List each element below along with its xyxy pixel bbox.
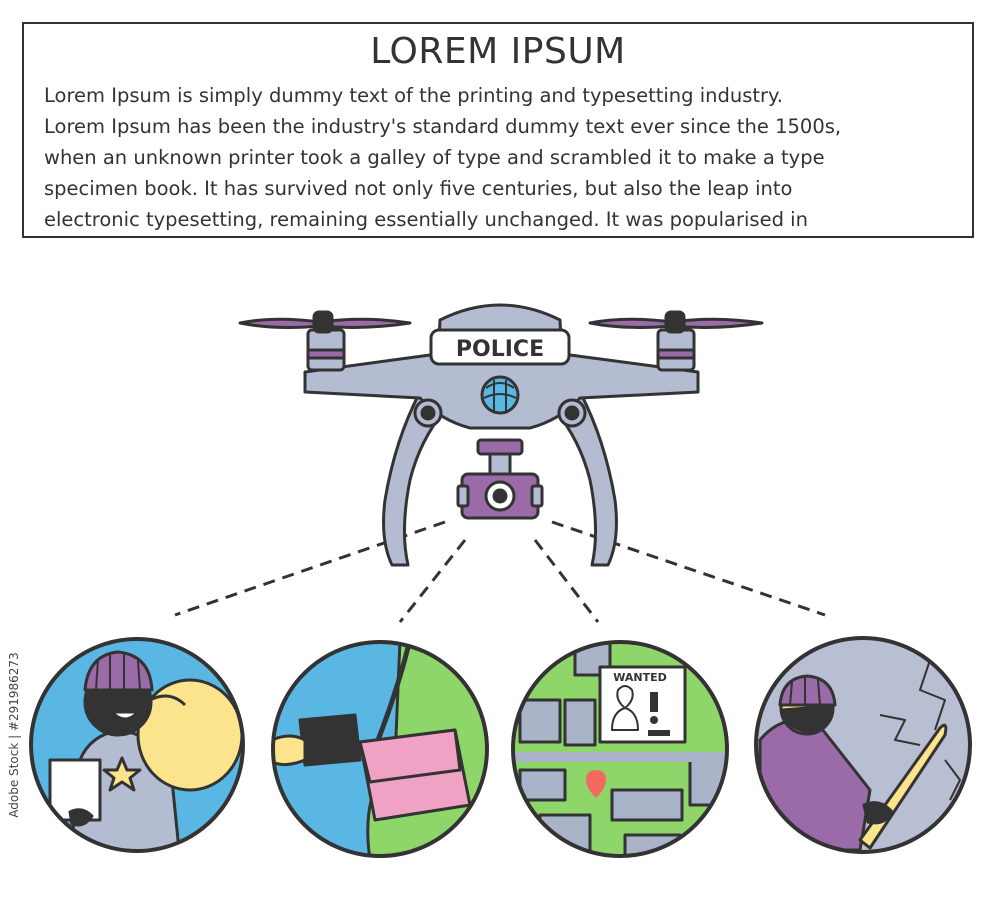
left-motor-band <box>306 348 346 360</box>
exclamation-icon <box>650 692 658 712</box>
map-block <box>518 768 567 802</box>
map-road <box>513 752 727 762</box>
map-block <box>610 788 684 822</box>
scene-pickpocket <box>271 640 489 858</box>
left-prop-hub <box>312 310 334 334</box>
police-label: POLICE <box>456 337 544 362</box>
gimbal-mount <box>476 438 524 456</box>
thief-glove <box>68 808 94 827</box>
wanted-label: WANTED <box>613 671 667 684</box>
handbag-flap <box>358 728 462 784</box>
loot-sack-neck <box>149 694 187 707</box>
camera-side-left <box>456 484 470 508</box>
left-landing-leg <box>382 390 447 567</box>
stolen-wallet <box>298 713 362 767</box>
wall-cracks <box>879 659 961 801</box>
emblem-lines <box>483 380 517 412</box>
right-landing-leg <box>553 390 618 567</box>
police-drone: POLICE <box>238 303 764 567</box>
police-label-plate <box>429 328 571 366</box>
panel-body: Lorem Ipsum is simply dummy text of the … <box>44 80 962 235</box>
camera-side-right <box>530 484 544 508</box>
vandal-beanie <box>778 674 837 707</box>
map-block <box>563 698 597 747</box>
loot-sack <box>136 678 243 792</box>
scan-line-4 <box>551 520 826 617</box>
scene-vandal-with-bat <box>754 636 972 854</box>
map-block <box>518 698 562 744</box>
scene-wanted-map: WANTED <box>511 640 729 858</box>
thief-beanie <box>83 650 154 692</box>
map-pin-icon <box>586 770 606 798</box>
stock-id-side-text: Adobe Stock | #291986273 <box>7 652 21 818</box>
right-prop-hub <box>664 310 686 334</box>
vandal-glove <box>862 801 894 825</box>
body-line: when an unknown printer took a galley of… <box>44 146 825 169</box>
right-motor-band <box>656 348 696 360</box>
panel-title: LOREM IPSUM <box>370 31 626 72</box>
body-line: Lorem Ipsum has been the industry's stan… <box>44 115 842 138</box>
scene-thief-with-sack <box>29 637 245 853</box>
beanie-ribs <box>95 654 141 691</box>
gold-star <box>102 756 142 792</box>
scan-line-3 <box>533 539 600 623</box>
camera-lens-inner <box>492 488 508 504</box>
scan-lines <box>174 520 826 623</box>
suspect-silhouette-icon <box>611 685 639 731</box>
right-leg-joint-inner <box>564 405 580 421</box>
scan-line-2 <box>398 539 467 623</box>
vandal-mask <box>780 704 834 734</box>
body-line: electronic typesetting, remaining essent… <box>44 208 808 231</box>
thief-grin <box>110 710 140 721</box>
text-panel: LOREM IPSUM Lorem Ipsum is simply dummy … <box>22 22 974 238</box>
body-line: Lorem Ipsum is simply dummy text of the … <box>44 84 784 107</box>
beanie-ribs <box>789 677 821 706</box>
thief-hand <box>273 734 307 767</box>
left-leg-joint-inner <box>420 405 436 421</box>
body-line: specimen book. It has survived not only … <box>44 177 793 200</box>
